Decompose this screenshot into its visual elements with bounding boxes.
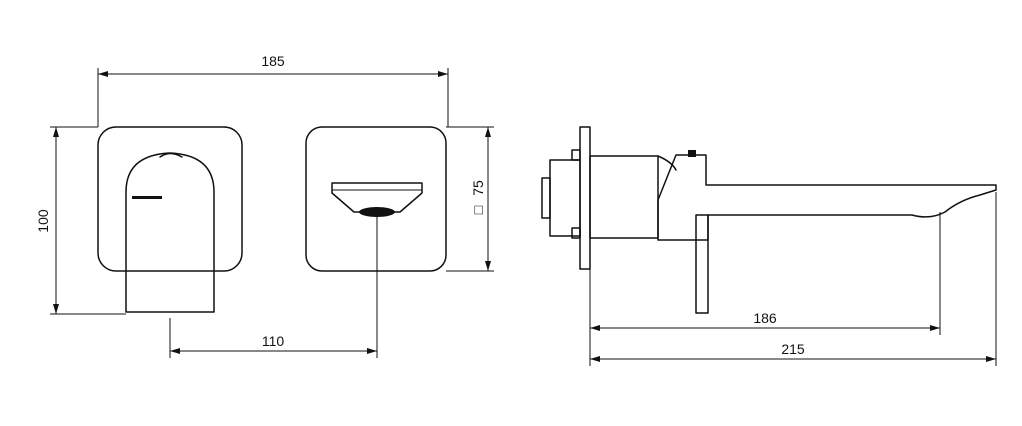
side-body-housing xyxy=(549,159,581,237)
side-indicator-mark xyxy=(688,150,696,157)
dimension-spout-offset: 110 xyxy=(169,216,378,358)
dim-label-110: 110 xyxy=(262,333,285,349)
dim-label-186: 186 xyxy=(753,310,777,326)
mixer-front-view xyxy=(97,126,243,313)
dim-square-symbol: □ xyxy=(470,205,486,214)
dim-label-75: 75 xyxy=(470,180,486,196)
dim-label-100: 100 xyxy=(35,209,51,233)
dimension-plate-size: □ 75 xyxy=(446,126,494,272)
dimension-projection: 186 xyxy=(589,212,941,335)
brand-logo-mark xyxy=(132,196,162,199)
dimension-height: 100 xyxy=(35,126,126,315)
mixer-lever-body xyxy=(125,152,215,313)
side-body-cap xyxy=(541,177,551,219)
mixer-lever-top-curve xyxy=(159,152,183,158)
side-base-curve-top xyxy=(657,155,677,171)
spout-side-view xyxy=(541,126,997,314)
side-mixer-lever xyxy=(695,214,709,314)
side-screw-top xyxy=(571,149,581,161)
spout-cover-plate xyxy=(305,126,447,272)
dim-label-215: 215 xyxy=(781,341,805,357)
dimension-total-width: 185 xyxy=(97,53,449,127)
spout-outlet xyxy=(331,182,423,213)
side-wall-plate xyxy=(579,126,591,270)
dim-label-185: 185 xyxy=(261,53,285,69)
dimension-overall-depth: 215 xyxy=(589,192,997,366)
side-spout-arm xyxy=(657,154,997,241)
aerator-icon xyxy=(359,207,395,217)
spout-front-view xyxy=(305,126,447,272)
side-spout-base xyxy=(589,155,659,239)
mixer-cover-plate xyxy=(97,126,243,272)
